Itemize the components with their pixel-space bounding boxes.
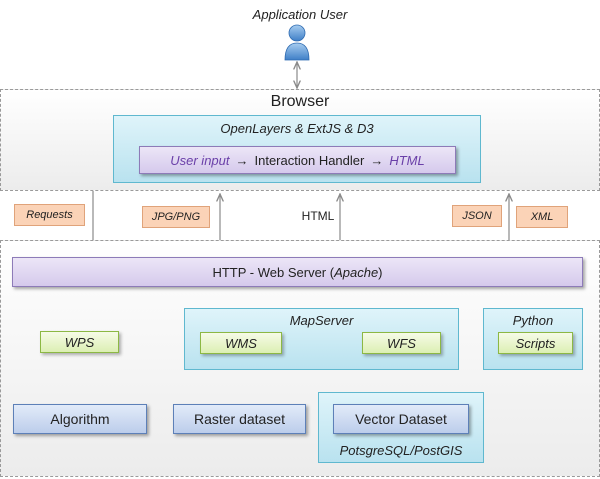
web-server-prefix: HTTP - Web Server ( (212, 264, 335, 280)
wms-box: WMS (200, 332, 282, 354)
web-server-box: HTTP - Web Server ( Apache ) (12, 257, 583, 287)
mapserver-label: MapServer (289, 312, 354, 328)
web-server-suffix: ) (378, 264, 383, 280)
jpg-png-label: JPG/PNG (142, 206, 210, 228)
flow-arrow-icon: → (370, 152, 384, 168)
flow-arrow-icon: → (235, 152, 249, 168)
user-icon (284, 24, 310, 61)
python-label: Python (512, 312, 554, 328)
user-input-label: User input (170, 152, 230, 168)
client-library-label: OpenLayers & ExtJS & D3 (220, 120, 374, 136)
application-user-label: Application User (252, 6, 348, 22)
scripts-box: Scripts (498, 332, 573, 354)
interaction-flow-box: User input → Interaction Handler → HTML (139, 146, 456, 174)
vector-dataset-box: Vector Dataset (333, 404, 469, 434)
raster-dataset-box: Raster dataset (173, 404, 306, 434)
wps-box: WPS (40, 331, 119, 353)
wfs-box: WFS (362, 332, 441, 354)
html-output-label: HTML (389, 152, 425, 168)
json-label: JSON (452, 205, 502, 227)
xml-label: XML (516, 206, 568, 228)
postgis-label: PotsgreSQL/PostGIS (339, 442, 463, 458)
browser-title: Browser (270, 93, 330, 110)
html-transfer-label: HTML (301, 209, 335, 223)
interaction-handler-label: Interaction Handler (254, 152, 365, 168)
algorithm-box: Algorithm (13, 404, 147, 434)
web-server-name: Apache (334, 264, 379, 280)
requests-label: Requests (14, 204, 85, 226)
